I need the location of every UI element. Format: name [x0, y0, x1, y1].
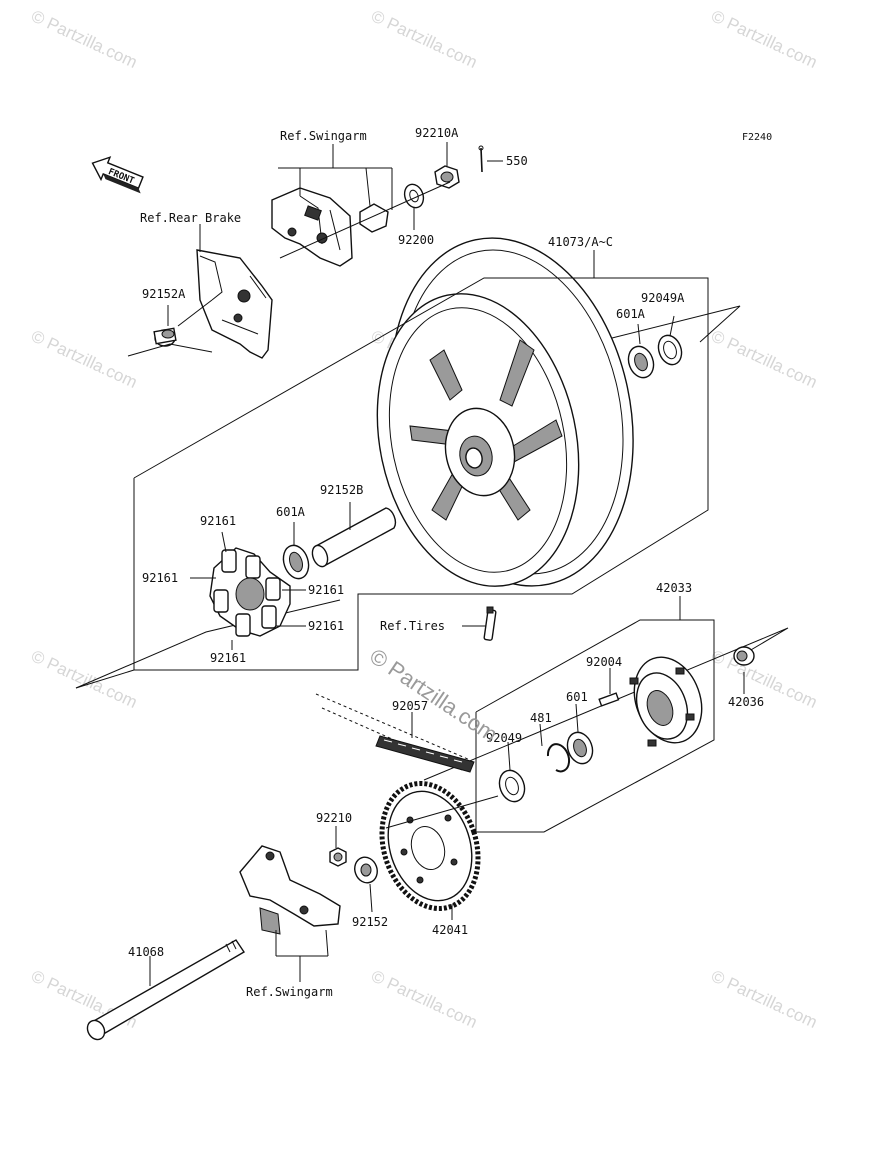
circlip-481	[546, 743, 571, 773]
sprocket-42041	[379, 780, 481, 912]
watermark: © Partzilla.com	[708, 326, 820, 392]
seal-92049A	[657, 334, 683, 366]
damper-rubbers-92161	[209, 547, 291, 637]
leader-lines-top	[127, 142, 503, 357]
leader-92049	[507, 741, 511, 771]
label-ref-swingarm-top: Ref.Swingarm	[280, 129, 367, 143]
label-92152: 92152	[352, 915, 388, 929]
label-42036: 42036	[728, 695, 764, 709]
stud-92004	[598, 692, 620, 707]
valve-stem	[483, 606, 497, 641]
part-labels: Ref.Swingarm 92210A 550 Ref.Rear Brake 9…	[128, 126, 764, 999]
label-601A-mid: 601A	[276, 505, 306, 519]
label-550: 550	[506, 154, 528, 168]
watermark: © Partzilla.com	[28, 326, 140, 392]
label-ref-tires: Ref.Tires	[380, 619, 445, 633]
leader-481	[539, 723, 543, 747]
leader-lines-damper	[190, 531, 306, 650]
bearing-601	[566, 731, 594, 765]
leader-92152	[369, 883, 373, 913]
rear-brake-bracket	[196, 249, 273, 359]
label-92049A: 92049A	[641, 291, 685, 305]
collar-92152B	[311, 507, 397, 568]
nut-swingarm	[359, 203, 389, 233]
nut-92210A	[434, 165, 460, 189]
label-41073: 41073/A~C	[548, 235, 613, 249]
center-watermark: © Partzilla.com	[365, 643, 502, 747]
chain-92057	[315, 693, 475, 773]
watermark: © Partzilla.com	[368, 6, 480, 72]
label-92161: 92161	[308, 619, 344, 633]
label-601: 601	[566, 690, 588, 704]
swingarm-adjuster-top	[271, 187, 353, 267]
seal-92049	[498, 769, 526, 803]
bearing-601A-mid	[282, 544, 310, 580]
label-42033: 42033	[656, 581, 692, 595]
watermark: © Partzilla.com	[708, 966, 820, 1032]
watermark: © Partzilla.com	[28, 646, 140, 712]
collar-92152	[354, 856, 378, 884]
label-92210A: 92210A	[415, 126, 459, 140]
label-92004: 92004	[586, 655, 622, 669]
label-92161: 92161	[210, 651, 246, 665]
watermark: © Partzilla.com	[708, 6, 820, 72]
diagram-code: F2240	[742, 132, 772, 143]
leader-lines-bottom	[149, 929, 329, 986]
label-92200: 92200	[398, 233, 434, 247]
label-92161: 92161	[142, 571, 178, 585]
nut-92210	[329, 847, 347, 867]
label-92161: 92161	[200, 514, 236, 528]
label-601A-top: 601A	[616, 307, 646, 321]
front-arrow-icon: FRONT	[91, 156, 144, 194]
label-92210: 92210	[316, 811, 352, 825]
bearing-601A-top	[627, 345, 655, 379]
cotter-pin-550	[478, 145, 484, 173]
label-92049: 92049	[486, 731, 522, 745]
label-42041: 42041	[432, 923, 468, 937]
leader-lines-wheel	[75, 250, 741, 689]
label-481: 481	[530, 711, 552, 725]
collar-42036	[733, 646, 755, 666]
coupling-42033	[629, 656, 703, 747]
rear-wheel-41073	[376, 237, 634, 587]
leader-sprocket	[385, 795, 499, 829]
label-ref-swingarm-bottom: Ref.Swingarm	[246, 985, 333, 999]
swingarm-adjuster-bottom	[239, 845, 341, 935]
label-92152B: 92152B	[320, 483, 363, 497]
watermark: © Partzilla.com	[368, 966, 480, 1032]
watermark: © Partzilla.com	[708, 646, 820, 712]
label-92057: 92057	[392, 699, 428, 713]
collar-92152A	[153, 327, 177, 347]
label-92152A: 92152A	[142, 287, 186, 301]
axle-41068	[86, 939, 245, 1041]
leader-601	[575, 703, 579, 733]
watermark: © Partzilla.com	[28, 6, 140, 72]
washer-92200	[403, 183, 425, 209]
label-92161: 92161	[308, 583, 344, 597]
label-41068: 41068	[128, 945, 164, 959]
label-ref-rear-brake: Ref.Rear Brake	[140, 211, 241, 225]
